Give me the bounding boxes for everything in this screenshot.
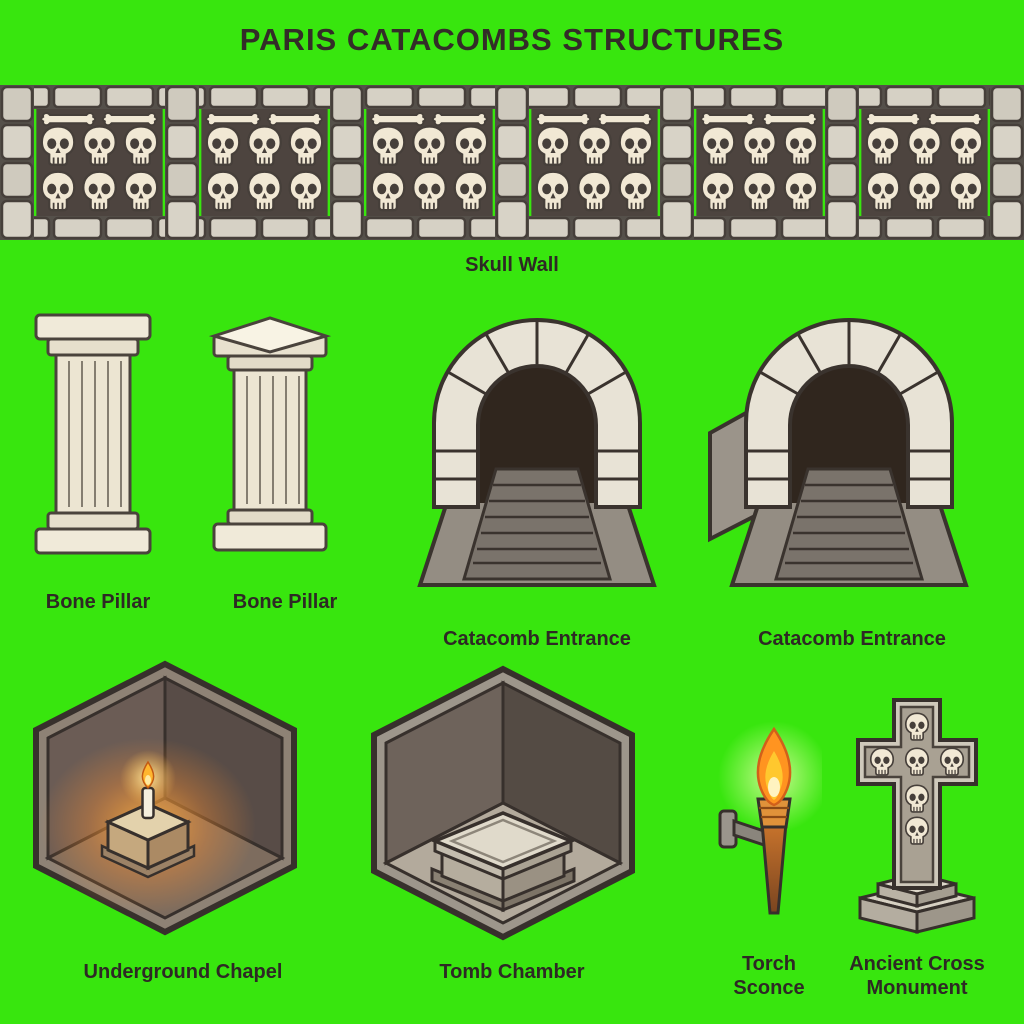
bone-pillar-graphic bbox=[208, 316, 332, 552]
torch-handle bbox=[760, 821, 788, 915]
label-underground-chapel: Underground Chapel bbox=[83, 961, 283, 983]
tomb-chamber-graphic bbox=[371, 665, 635, 941]
page-title: PARIS CATACOMBS STRUCTURES bbox=[239, 22, 785, 57]
label-catacomb-entrance-2: Catacomb Entrance bbox=[758, 628, 946, 650]
label-tomb-chamber: Tomb Chamber bbox=[439, 961, 585, 983]
skull-wall-sprite bbox=[0, 85, 1024, 245]
label-torch-sconce: Torch Sconce bbox=[733, 953, 805, 1000]
ancient-cross-graphic bbox=[856, 698, 978, 934]
sarcophagus-lid bbox=[430, 811, 576, 871]
bone-pillar-1-sprite bbox=[28, 305, 158, 575]
catacomb-entrance-2-sprite bbox=[708, 300, 976, 617]
label-bone-pillar-1: Bone Pillar bbox=[45, 591, 151, 613]
torch-sconce-sprite bbox=[712, 715, 830, 938]
label-catacomb-entrance-1: Catacomb Entrance bbox=[443, 628, 631, 650]
label-ancient-cross-monument: Ancient Cross Monument bbox=[849, 953, 985, 1000]
bone-pillar-graphic bbox=[34, 313, 152, 555]
catacomb-entrance-graphic bbox=[418, 318, 656, 587]
ancient-cross-monument-sprite bbox=[842, 692, 992, 945]
label-bone-pillar-2: Bone Pillar bbox=[232, 591, 338, 613]
catacomb-entrance-graphic bbox=[708, 318, 968, 587]
catacomb-entrance-1-sprite bbox=[412, 300, 662, 617]
altar-top bbox=[104, 802, 192, 842]
tomb-chamber-sprite bbox=[368, 665, 638, 965]
skull-wall-graphic bbox=[0, 85, 1024, 240]
label-skull-wall: Skull Wall bbox=[465, 254, 559, 276]
torch-sconce-graphic bbox=[718, 721, 830, 915]
candle bbox=[141, 786, 155, 820]
bone-pillar-2-sprite bbox=[202, 308, 337, 575]
underground-chapel-sprite bbox=[30, 660, 300, 960]
underground-chapel-graphic bbox=[33, 660, 297, 936]
